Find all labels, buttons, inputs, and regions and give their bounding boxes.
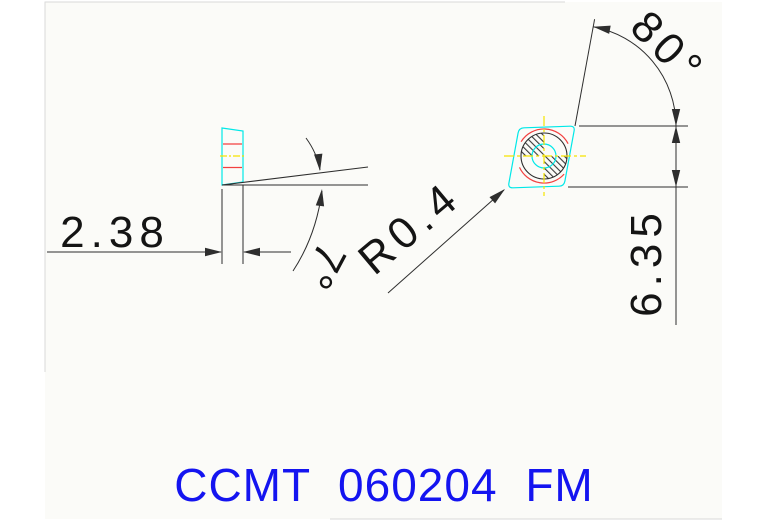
angle-arc — [593, 26, 677, 127]
edge-extension-line — [574, 19, 596, 127]
insert-designation-title: CCMT 060204 FM — [174, 459, 594, 511]
insert-top-outline — [508, 125, 575, 189]
canvas-background — [45, 2, 722, 519]
thickness-dimension: 2.38 — [47, 185, 291, 264]
countersink-arc-bottom — [518, 167, 565, 184]
thickness-label: 2.38 — [60, 208, 170, 257]
edge-height-label: 6.35 — [622, 207, 671, 317]
hatch-quadrant-lower-right — [544, 156, 567, 179]
leader-line — [387, 189, 505, 294]
edge-height-dimension: 6.35 — [568, 125, 688, 325]
relief-edge-line — [221, 166, 369, 186]
countersink-arc-top — [520, 128, 569, 144]
viewport-frame — [44, 1, 722, 520]
frame-top-left — [44, 1, 565, 372]
hatch-quadrant-upper-left — [521, 133, 544, 156]
center-hole — [504, 116, 586, 196]
